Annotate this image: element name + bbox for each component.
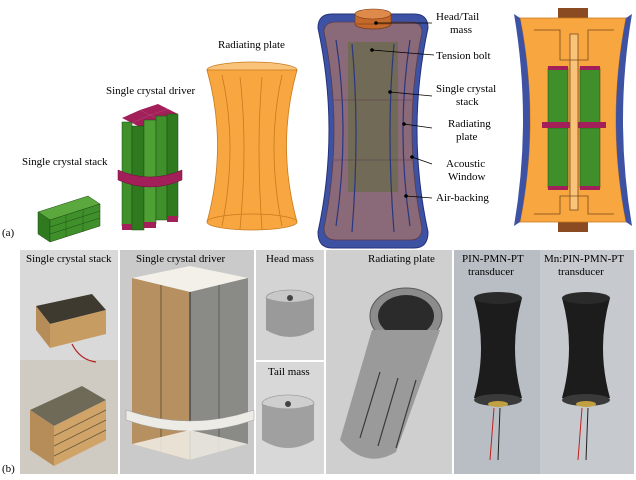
single-crystal-stack-model [37,195,101,243]
label-b-tail-mass: Tail mass [268,366,310,378]
label-b-single-crystal-stack: Single crystal stack [26,253,112,265]
label-b-mn-transducer-line1: Mn:PIN-PMN-PT [544,253,624,265]
callout-radiating-plate-line1: Radiating [448,118,491,130]
label-b-head-mass: Head mass [266,253,314,265]
photo-tail-mass [256,362,324,474]
callout-tension-bolt: Tension bolt [436,50,491,62]
photo-pin-transducer [454,250,540,474]
photo-radiating-plate [326,250,452,474]
panel-a: Single crystal stack Single crystal driv… [2,8,632,249]
label-a-single-crystal-stack: Single crystal stack [22,156,108,168]
panel-a-letter: (a) [2,227,15,239]
callout-acoustic-window-line1: Acoustic [446,158,485,170]
callout-single-crystal-stack-line2: stack [456,96,479,108]
panel-b-letter: (b) [2,463,15,475]
callout-single-crystal-stack-line1: Single crystal [436,83,496,95]
label-a-radiating-plate: Radiating plate [218,39,285,51]
label-a-single-crystal-driver: Single crystal driver [106,85,196,97]
panel-b: Single crystal stack Single crystal driv… [2,250,634,475]
callout-air-backing: Air-backing [436,192,489,204]
callout-acoustic-window-line2: Window [448,171,485,183]
label-b-single-crystal-driver: Single crystal driver [136,253,226,265]
callout-radiating-plate-line2: plate [456,131,477,143]
label-b-radiating-plate: Radiating plate [368,253,435,265]
label-b-pin-transducer-line2: transducer [468,266,514,278]
photo-single-crystal-driver [120,250,255,474]
callout-head-tail-mass-line1: Head/Tail [436,11,479,23]
callout-head-tail-mass-line2: mass [450,24,472,36]
radiating-plate-model [206,61,298,231]
label-b-pin-transducer-line1: PIN-PMN-PT [462,253,524,265]
cross-section-model [514,8,632,232]
photo-single-crystal-stack [20,250,118,474]
photo-mn-transducer [540,250,634,474]
assembled-transducer-model [317,8,429,249]
photo-head-mass [256,250,324,360]
label-b-mn-transducer-line2: transducer [558,266,604,278]
single-crystal-driver-model [117,104,183,231]
callout-lines [371,22,435,199]
